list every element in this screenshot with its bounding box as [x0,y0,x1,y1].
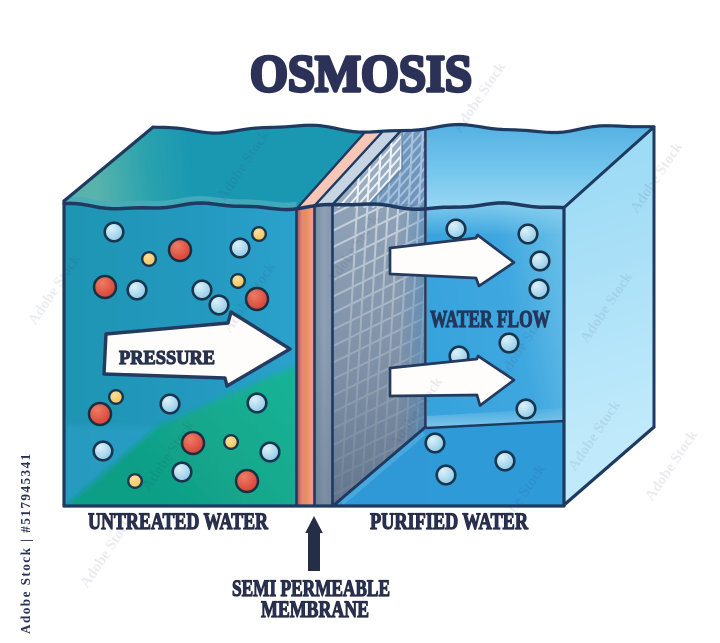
svg-text:Adobe Stock | #517945341: Adobe Stock | #517945341 [18,452,33,634]
svg-text:PURIFIED WATER: PURIFIED WATER [370,509,528,534]
svg-text:UNTREATED WATER: UNTREATED WATER [88,509,268,534]
svg-text:PRESSURE: PRESSURE [119,347,215,369]
svg-text:SEMI PERMEABLE: SEMI PERMEABLE [232,576,390,601]
svg-text:OSMOSIS: OSMOSIS [250,46,472,103]
svg-text:WATER FLOW: WATER FLOW [430,307,550,333]
svg-text:MEMBRANE: MEMBRANE [261,597,369,622]
